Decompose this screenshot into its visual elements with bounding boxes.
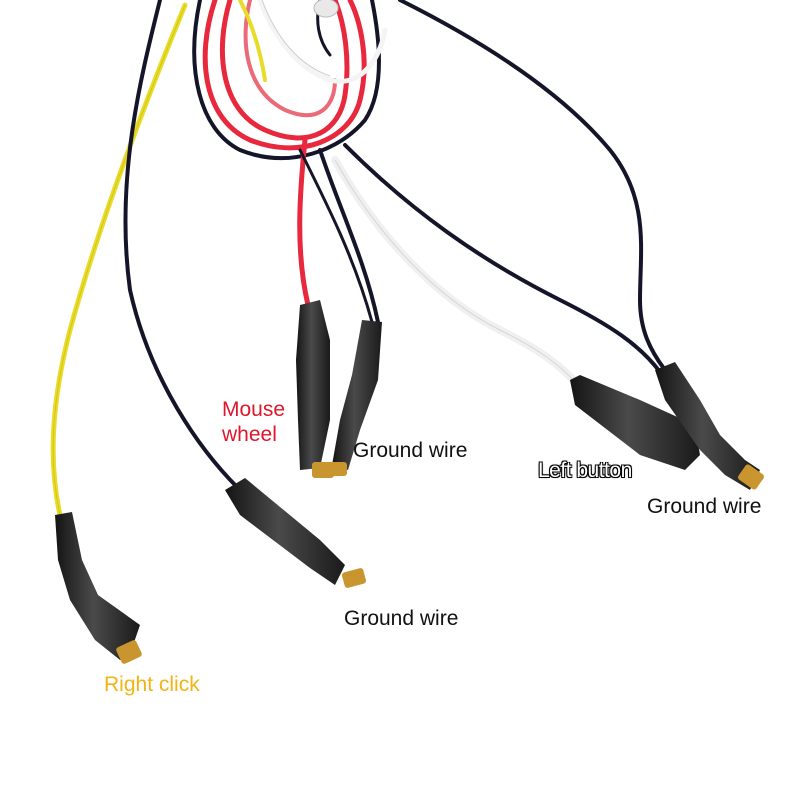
ground-wire-label-right: Ground wire <box>647 495 762 518</box>
connector-ground-right <box>655 362 764 490</box>
mouse-wheel-label: Mouse wheel <box>222 398 286 446</box>
ground-wire-label-bottom: Ground wire <box>344 607 459 630</box>
bundle-loops <box>192 0 388 160</box>
connector-right-click <box>55 512 142 664</box>
right-click-label: Right click <box>104 673 200 696</box>
connector-ground-center <box>325 320 382 476</box>
yellow-wire <box>50 2 188 518</box>
connector-mouse-wheel <box>296 300 334 478</box>
connector-left-button <box>570 375 700 470</box>
black-wire-right <box>398 0 667 372</box>
black-wire-left <box>123 0 240 490</box>
ground-wire-label-center: Ground wire <box>353 439 468 462</box>
black-wire-center <box>318 148 380 324</box>
left-button-label: Left button <box>538 459 632 482</box>
connector-ground-left <box>225 478 367 588</box>
